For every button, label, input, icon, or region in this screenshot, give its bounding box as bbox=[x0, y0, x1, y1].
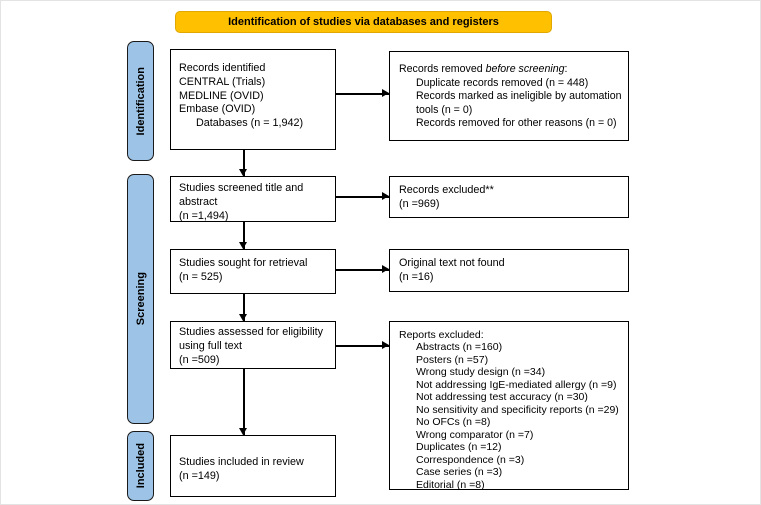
source-embase: Embase (OVID) bbox=[179, 103, 256, 116]
records-removed-box: Records removed before screening: Duplic… bbox=[389, 51, 629, 141]
studies-eligibility-line2: using full text bbox=[179, 339, 243, 352]
arrow-retrieval-to-notfound bbox=[336, 266, 389, 273]
arrow-retrieval-to-eligibility bbox=[240, 294, 247, 321]
databases-count: Databases (n = 1,942) bbox=[196, 117, 304, 130]
removed-item-duplicates: Duplicate records removed (n = 448) bbox=[416, 76, 589, 89]
studies-retrieval-box: Studies sought for retrieval (n = 525) bbox=[170, 249, 336, 294]
arrow-identified-to-screened bbox=[240, 150, 247, 176]
reports-excluded-box: Reports excluded: Abstracts (n =160) Pos… bbox=[389, 321, 629, 491]
studies-included-line1: Studies included in review bbox=[179, 456, 304, 468]
stage-included: Included bbox=[127, 431, 154, 501]
reports-excluded-title: Reports excluded: bbox=[399, 329, 484, 341]
reports-item-posters: Posters (n =57) bbox=[416, 353, 489, 366]
text-not-found-count: (n =16) bbox=[399, 270, 434, 283]
reports-item-editorial: Editorial (n =8) bbox=[416, 478, 485, 491]
reports-item-comparator: Wrong comparator (n =7) bbox=[416, 428, 534, 441]
arrow-eligibility-to-reports bbox=[336, 342, 389, 349]
removed-item-other: Records removed for other reasons (n = 0… bbox=[416, 117, 617, 130]
studies-screened-box: Studies screened title and abstract (n =… bbox=[170, 176, 336, 222]
stage-identification-label: Identification bbox=[134, 66, 147, 136]
stage-screening: Screening bbox=[127, 174, 154, 424]
reports-item-case-series: Case series (n =3) bbox=[416, 466, 503, 479]
removed-item-automation: Records marked as ineligible by automati… bbox=[416, 90, 622, 116]
arrow-identified-to-removed bbox=[336, 90, 389, 97]
reports-item-ige: Not addressing IgE-mediated allergy (n =… bbox=[416, 378, 617, 391]
title-banner-label: Identification of studies via databases … bbox=[228, 16, 499, 28]
studies-eligibility-line1: Studies assessed for eligibility bbox=[179, 326, 324, 338]
studies-eligibility-box: Studies assessed for eligibility using f… bbox=[170, 321, 336, 369]
studies-screened-count: (n =1,494) bbox=[179, 209, 229, 222]
studies-retrieval-line1: Studies sought for retrieval bbox=[179, 257, 308, 269]
studies-retrieval-count: (n = 525) bbox=[179, 270, 223, 283]
reports-item-test-accuracy: Not addressing test accuracy (n =30) bbox=[416, 391, 588, 404]
reports-item-correspondence: Correspondence (n =3) bbox=[416, 453, 525, 466]
records-removed-title: Records removed before screening: bbox=[399, 63, 622, 77]
stage-identification: Identification bbox=[127, 41, 154, 161]
reports-item-abstracts: Abstracts (n =160) bbox=[416, 341, 503, 354]
arrow-screened-to-excluded bbox=[336, 193, 389, 200]
records-removed-title-suffix: : bbox=[564, 63, 568, 75]
source-medline: MEDLINE (OVID) bbox=[179, 89, 264, 102]
reports-item-sensitivity: No sensitivity and specificity reports (… bbox=[416, 403, 619, 416]
reports-item-wrong-design: Wrong study design (n =34) bbox=[416, 366, 546, 379]
records-removed-title-italic: before screening bbox=[485, 63, 565, 75]
title-banner: Identification of studies via databases … bbox=[175, 11, 552, 33]
records-removed-title-prefix: Records removed bbox=[399, 63, 486, 75]
text-not-found-line1: Original text not found bbox=[399, 257, 505, 269]
records-identified-box: Records identified CENTRAL (Trials) MEDL… bbox=[170, 49, 336, 150]
records-identified-title: Records identified bbox=[179, 62, 266, 74]
records-excluded-count: (n =969) bbox=[399, 197, 440, 210]
reports-item-no-ofcs: No OFCs (n =8) bbox=[416, 416, 491, 429]
stage-screening-label: Screening bbox=[134, 272, 147, 326]
studies-included-box: Studies included in review (n =149) bbox=[170, 435, 336, 497]
records-excluded-box: Records excluded** (n =969) bbox=[389, 176, 629, 218]
reports-item-duplicates: Duplicates (n =12) bbox=[416, 441, 502, 454]
records-excluded-line1: Records excluded** bbox=[399, 184, 494, 196]
source-central: CENTRAL (Trials) bbox=[179, 75, 266, 88]
arrow-screened-to-retrieval bbox=[240, 222, 247, 249]
studies-included-count: (n =149) bbox=[179, 469, 220, 482]
studies-eligibility-count: (n =509) bbox=[179, 353, 220, 366]
arrow-eligibility-to-included bbox=[240, 369, 247, 435]
text-not-found-box: Original text not found (n =16) bbox=[389, 249, 629, 292]
studies-screened-line2: abstract bbox=[179, 195, 218, 208]
stage-included-label: Included bbox=[134, 443, 147, 489]
studies-screened-line1: Studies screened title and bbox=[179, 182, 304, 194]
